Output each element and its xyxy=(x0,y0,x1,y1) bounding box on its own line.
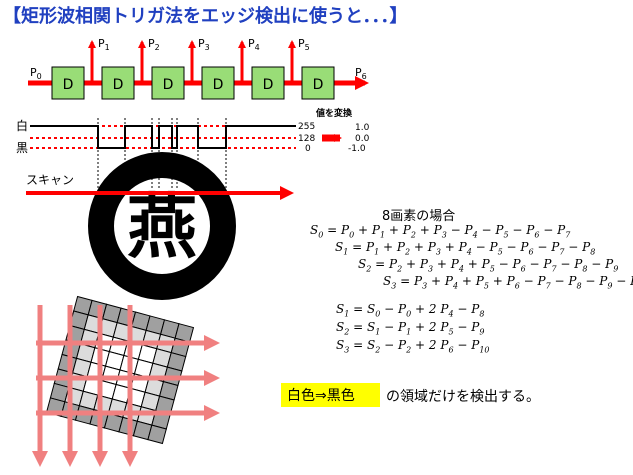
converted-1: 1.0 xyxy=(355,123,370,133)
kanji-character: 燕 xyxy=(127,186,197,268)
equations-title: 8画素の場合 xyxy=(382,209,456,224)
delay-cell-label: D xyxy=(263,77,274,93)
convert-label: 値を変換 xyxy=(315,107,353,119)
sum-equation: S3 = P3 + P4 + P5 + P6 − P7 − P8 − P9 − … xyxy=(383,274,633,291)
tap-label: P2 xyxy=(148,37,160,52)
tap-label: P4 xyxy=(248,37,260,52)
delay-cell-label: D xyxy=(313,77,324,93)
slide-title: 【矩形波相関トリガ法をエッジ検出に使うと．．．】 xyxy=(3,6,408,27)
delay-chain: D D D D D D P1 P2 P3 P4 P5 P0 P6 xyxy=(28,37,369,100)
delay-cell-label: D xyxy=(163,77,174,93)
highlight-box xyxy=(281,383,380,407)
delay-cell xyxy=(51,66,85,100)
detection-note: の領域だけを検出する。 xyxy=(386,389,540,405)
delay-cell-label: D xyxy=(213,77,224,93)
recurrence-equation: S1 = S0 − P0 + 2 P4 − P8 xyxy=(336,302,485,319)
level-0: 0 xyxy=(305,144,311,154)
recurrence-equation: S3 = S2 − P2 + 2 P6 − P10 xyxy=(336,338,490,355)
highlight-text: 白色⇒黒色 xyxy=(287,388,355,404)
delay-cell xyxy=(201,66,235,100)
scan-label: スキャン xyxy=(26,173,74,187)
delay-cell-label: D xyxy=(113,77,124,93)
converted-neg1: -1.0 xyxy=(348,144,366,154)
delay-cell xyxy=(301,66,335,100)
delay-cell xyxy=(151,66,185,100)
sum-equation: S1 = P1 + P2 + P3 + P4 − P5 − P6 − P7 − … xyxy=(335,240,596,257)
delay-cell-label: D xyxy=(63,77,74,93)
input-label: P0 xyxy=(30,66,42,81)
pixel-cell xyxy=(147,424,167,445)
recurrence-equation: S2 = S1 − P1 + 2 P5 − P9 xyxy=(336,320,485,337)
converted-0: 0.0 xyxy=(355,134,370,144)
sum-equation: S2 = P2 + P3 + P4 + P5 − P6 − P7 − P8 − … xyxy=(358,257,619,274)
level-255: 255 xyxy=(298,122,315,132)
delay-cell xyxy=(251,66,285,100)
level-128: 128 xyxy=(298,134,315,144)
pixel-grid xyxy=(32,295,220,467)
tap-label: P1 xyxy=(98,37,110,52)
delay-cell xyxy=(101,66,135,100)
output-label: P6 xyxy=(355,66,367,81)
sum-equation: S0 = P0 + P1 + P2 + P3 − P4 − P5 − P6 − … xyxy=(310,223,571,240)
signal-waveform: 白 黒 255 128 0 値を変換 1.0 0.0 -1.0 xyxy=(16,107,370,190)
kanji-emblem: 燕 xyxy=(88,152,236,300)
black-label: 黒 xyxy=(16,141,28,155)
tap-label: P5 xyxy=(298,37,310,52)
white-label: 白 xyxy=(16,118,28,133)
tap-label: P3 xyxy=(198,37,210,52)
